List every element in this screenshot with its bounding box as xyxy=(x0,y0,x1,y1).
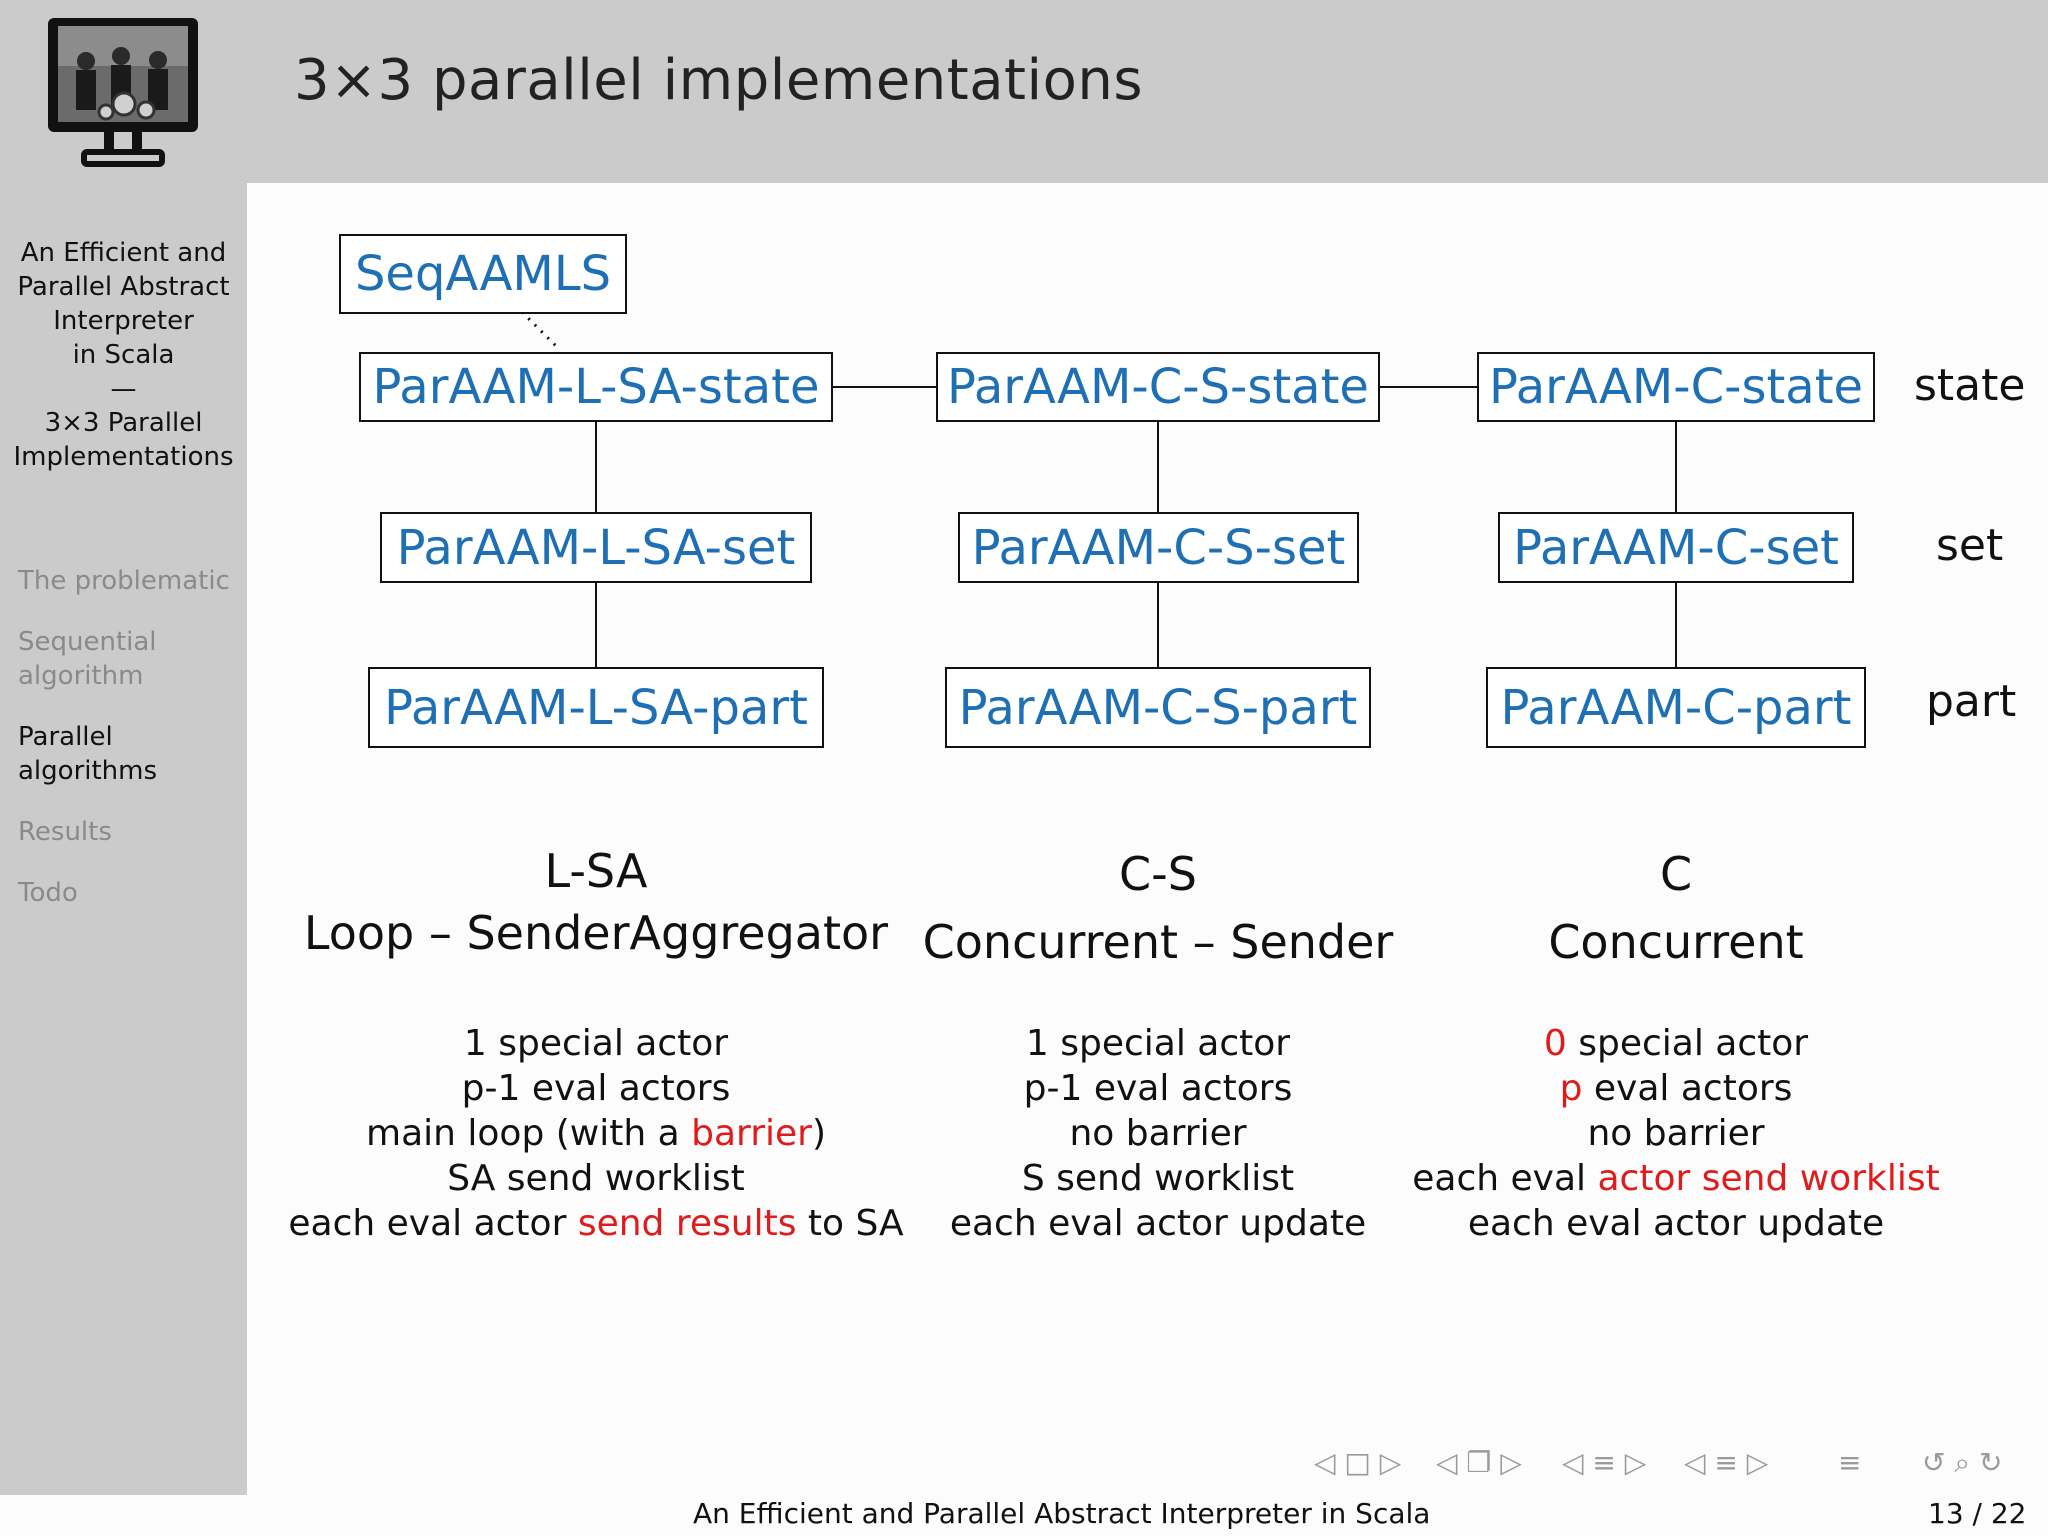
box-c-set: ParAAM-C-set xyxy=(1498,512,1854,583)
column-abbr: C-S xyxy=(1119,847,1197,901)
column-lsa-description: 1 special actor p-1 eval actors main loo… xyxy=(270,1021,922,1246)
sidebar-item-todo[interactable]: Todo xyxy=(18,876,78,910)
sidebar-item-parallel-algorithms[interactable]: Parallel algorithms xyxy=(18,720,157,788)
desc-line: each eval actor update xyxy=(949,1203,1367,1244)
footer-title: An Efficient and Parallel Abstract Inter… xyxy=(693,1497,1431,1530)
column-name: Concurrent – Sender xyxy=(922,915,1394,969)
row-label-state: state xyxy=(1914,360,2026,411)
desc-line: main loop (with a barrier) xyxy=(366,1113,826,1154)
sidebar-title-line: An Efficient and xyxy=(20,238,227,268)
desc-line: S send worklist xyxy=(1021,1158,1295,1199)
monitor-logo-icon xyxy=(48,18,198,167)
sidebar-item-results[interactable]: Results xyxy=(18,815,112,849)
sidebar-title-line: 3×3 Parallel xyxy=(44,408,203,438)
box-seqaamls: SeqAAMLS xyxy=(339,234,627,314)
nav-search-icons[interactable]: ↺ ⌕ ↻ xyxy=(1922,1446,2003,1479)
nav-frame-icons[interactable]: ◁ □ ▷ xyxy=(1314,1446,1402,1479)
sidebar-title-line: Interpreter xyxy=(53,306,194,336)
sidebar-item-label: algorithms xyxy=(18,756,158,786)
sidebar-item-label: algorithm xyxy=(18,661,144,691)
desc-line: no barrier xyxy=(1069,1113,1247,1154)
sidebar-item-label: Parallel xyxy=(18,722,113,752)
nav-subsection-icons[interactable]: ◁ ❐ ▷ xyxy=(1436,1446,1522,1479)
nav-align-icon[interactable]: ≡ xyxy=(1838,1446,1862,1479)
column-name: Loop – SenderAggregator xyxy=(303,906,889,960)
column-c-heading: C Concurrent xyxy=(1376,840,1976,976)
column-abbr: C xyxy=(1659,847,1693,901)
desc-line: each eval actor send worklist xyxy=(1412,1158,1940,1199)
box-lsa-state: ParAAM-L-SA-state xyxy=(359,352,833,422)
sidebar-title-separator: — xyxy=(110,374,137,404)
sidebar-item-the-problematic[interactable]: The problematic xyxy=(18,564,230,598)
header-bar xyxy=(0,0,2048,183)
sidebar-item-sequential-algorithm[interactable]: Sequential algorithm xyxy=(18,625,157,693)
sidebar-item-label: The problematic xyxy=(18,566,230,596)
slide-title: 3×3 parallel implementations xyxy=(294,48,1143,113)
box-cs-part: ParAAM-C-S-part xyxy=(945,667,1371,748)
desc-line: 0 special actor xyxy=(1543,1023,1809,1064)
row-label-set: set xyxy=(1936,520,2004,571)
column-name: Concurrent xyxy=(1548,915,1804,969)
sidebar-item-label: Results xyxy=(18,817,112,847)
nav-document-icons[interactable]: ◁ ≡ ▷ xyxy=(1684,1446,1769,1479)
row-label-part: part xyxy=(1926,676,2017,727)
sidebar-presentation-title: An Efficient and Parallel Abstract Inter… xyxy=(0,236,247,474)
desc-line: 1 special actor xyxy=(1025,1023,1291,1064)
column-cs-description: 1 special actor p-1 eval actors no barri… xyxy=(858,1021,1458,1246)
dotted-connector-seq xyxy=(520,310,558,348)
desc-line: no barrier xyxy=(1587,1113,1765,1154)
column-cs-heading: C-S Concurrent – Sender xyxy=(858,840,1458,976)
column-abbr: L-SA xyxy=(544,844,648,898)
box-lsa-part: ParAAM-L-SA-part xyxy=(368,667,824,748)
sidebar-title-line: Parallel Abstract xyxy=(17,272,230,302)
box-cs-state: ParAAM-C-S-state xyxy=(936,352,1380,422)
desc-line: each eval actor update xyxy=(1467,1203,1885,1244)
box-c-part: ParAAM-C-part xyxy=(1486,667,1866,748)
column-lsa-heading: L-SA Loop – SenderAggregator xyxy=(296,840,896,964)
nav-section-icons[interactable]: ◁ ≡ ▷ xyxy=(1562,1446,1647,1479)
sidebar-item-label: Sequential xyxy=(18,627,157,657)
box-lsa-set: ParAAM-L-SA-set xyxy=(380,512,812,583)
sidebar-item-label: Todo xyxy=(18,878,78,908)
desc-line: SA send worklist xyxy=(447,1158,745,1199)
sidebar-title-line: in Scala xyxy=(72,340,175,370)
box-c-state: ParAAM-C-state xyxy=(1477,352,1875,422)
sidebar-title-line: Implementations xyxy=(13,442,234,472)
footer-bar xyxy=(0,1495,2048,1536)
column-c-description: 0 special actor p eval actors no barrier… xyxy=(1376,1021,1976,1246)
page-number: 13 / 22 xyxy=(1928,1497,2027,1530)
desc-line: p-1 eval actors xyxy=(1023,1068,1293,1109)
box-cs-set: ParAAM-C-S-set xyxy=(958,512,1359,583)
desc-line: p eval actors xyxy=(1559,1068,1793,1109)
desc-line: each eval actor send results to SA xyxy=(288,1203,904,1244)
desc-line: p-1 eval actors xyxy=(461,1068,731,1109)
sidebar xyxy=(0,183,247,1495)
desc-line: 1 special actor xyxy=(463,1023,729,1064)
